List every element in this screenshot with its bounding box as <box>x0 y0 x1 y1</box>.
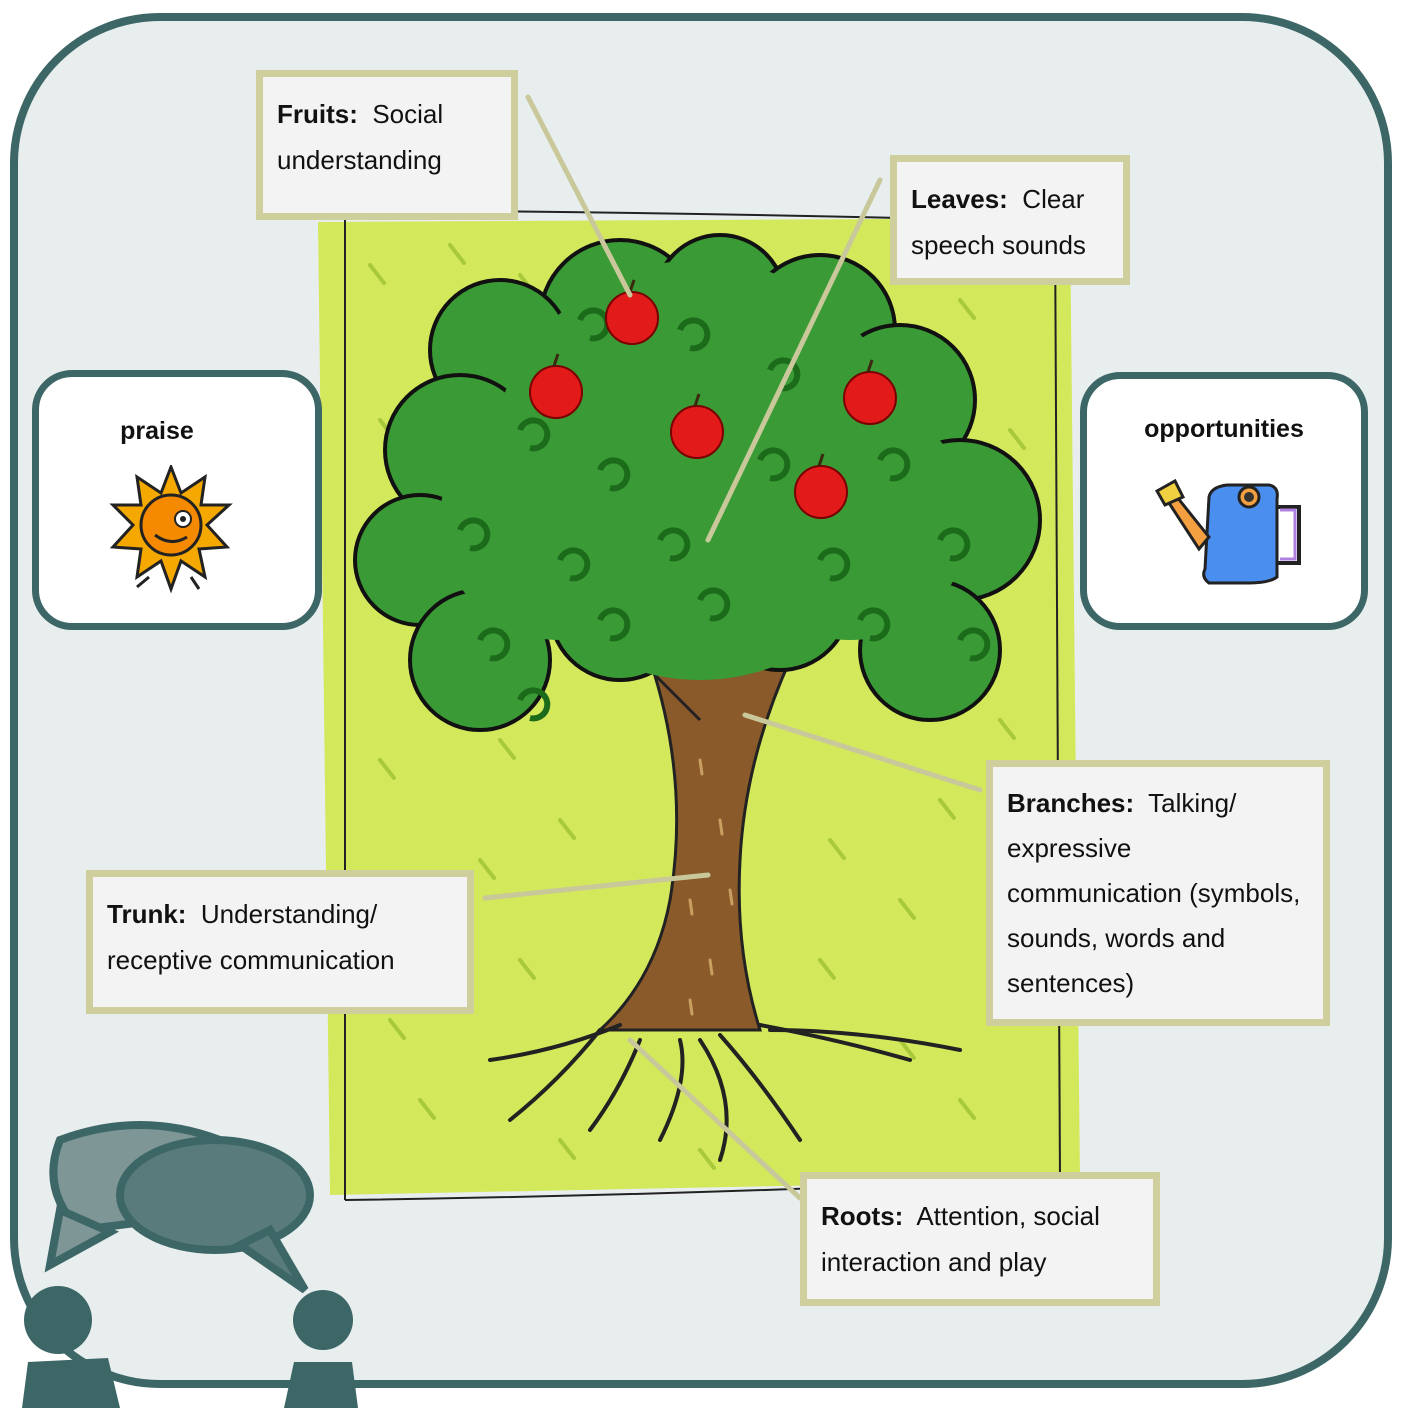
opportunities-card: opportunities <box>1080 372 1368 630</box>
apple-icon <box>794 453 848 519</box>
foliage <box>353 233 1042 732</box>
roots-callout: Roots: Attention, social interaction and… <box>800 1172 1160 1306</box>
fruits-callout: Fruits: Social understanding <box>256 70 518 220</box>
leaves-text: Clear speech sounds <box>911 184 1086 260</box>
praise-card: praise <box>32 370 322 630</box>
trunk-text: Understanding/ receptive communication <box>107 899 395 975</box>
fruits-term: Fruits: <box>277 99 358 129</box>
apple-icon <box>529 353 583 419</box>
person-icon <box>22 1286 120 1408</box>
praise-label: praise <box>120 417 194 445</box>
person-icon <box>284 1290 358 1408</box>
roots-text: Attention, social interaction and play <box>821 1201 1100 1277</box>
fruits-text: Social understanding <box>277 99 444 175</box>
apple-icon <box>670 393 724 459</box>
apple-icon <box>843 359 897 425</box>
apple-icon <box>605 279 659 345</box>
leaves-term: Leaves: <box>911 184 1008 214</box>
speech-bubbles-icon <box>44 1121 314 1294</box>
watering-can-icon <box>1154 478 1301 585</box>
trunk-callout: Trunk: Understanding/ receptive communic… <box>86 870 474 1014</box>
leaf-swirls <box>457 307 991 722</box>
roots-term: Roots: <box>821 1201 904 1231</box>
trunk-term: Trunk: <box>107 899 187 929</box>
connector-lines <box>482 94 983 1201</box>
opportunities-label: opportunities <box>1144 415 1304 443</box>
branches-term: Branches: <box>1007 788 1135 818</box>
leaves-callout: Leaves: Clear speech sounds <box>890 155 1130 285</box>
trunk <box>596 658 793 1032</box>
sun-character-icon <box>109 465 233 594</box>
roots <box>488 1023 962 1162</box>
branches-callout: Branches: Talking/ expressive communicat… <box>986 760 1330 1026</box>
branches-text: Talking/ expressive communication (symbo… <box>1007 788 1301 998</box>
